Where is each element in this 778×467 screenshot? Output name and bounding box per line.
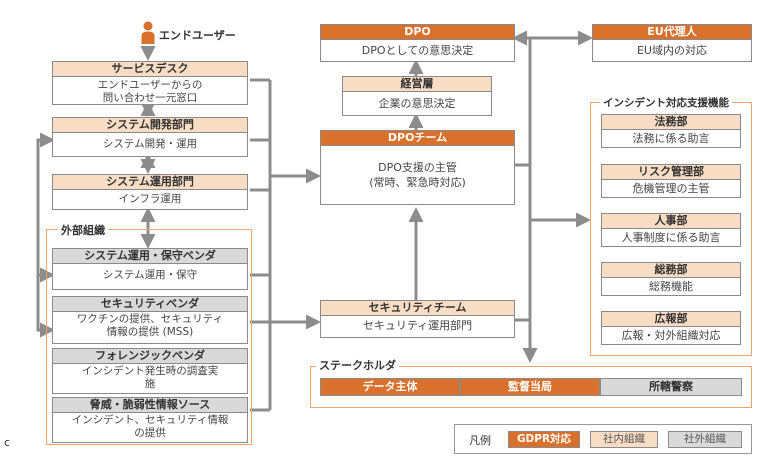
dpo-title: DPO [321,25,514,40]
ops-vendor-box: システム運用・保守ベンダ システム運用・保守 [52,248,248,290]
ops-vendor-title: システム運用・保守ベンダ [53,249,247,264]
threat-source-desc: インシデント、セキュリティ情報 の提供 [71,414,229,439]
service-desk-box: サービスデスク エンドユーザーからの 問い合わせ一元窓口 [52,61,248,105]
general-affairs-box: 総務部 総務機能 [601,262,741,296]
legend-gdpr: GDPR対応 [508,431,580,448]
risk-desc: 危機管理の主管 [632,182,710,195]
stakeholder-data-subject: データ主体 [320,378,460,396]
management-desc: 企業の意思決定 [378,97,456,110]
external-org-frame [46,229,252,445]
external-org-label: 外部組織 [58,222,108,238]
hr-desc: 人事制度に係る助言 [621,231,721,244]
security-vendor-box: セキュリティベンダ ワクチンの提供、セキュリティ 情報の提供 (MSS) [52,296,248,344]
ops-vendor-desc: システム運用・保守 [102,269,198,281]
eu-rep-desc: EU域内の対応 [636,44,707,57]
end-user-label: エンドユーザー [159,29,236,42]
stakeholder-frame [310,366,752,408]
dpo-team-title: DPOチーム [321,131,514,146]
eu-rep-box: EU代理人 EU域内の対応 [592,24,752,62]
arrow-left-bracket [36,132,55,338]
risk-title: リスク管理部 [602,165,740,180]
threat-source-title: 脅威・脆弱性情報ソース [53,398,247,413]
management-box: 経営層 企業の意思決定 [342,76,492,116]
pr-box: 広報部 広報・対外組織対応 [601,311,741,345]
legal-desc: 法務に係る助言 [632,132,710,145]
ops-dept-box: システム運用部門 インフラ運用 [52,174,248,210]
general-affairs-title: 総務部 [602,263,740,278]
security-vendor-desc: ワクチンの提供、セキュリティ 情報の提供 (MSS) [76,313,224,338]
stakeholder-police: 所轄警察 [600,378,742,396]
threat-source-box: 脅威・脆弱性情報ソース インシデント、セキュリティ情報 の提供 [52,397,248,443]
risk-box: リスク管理部 危機管理の主管 [601,164,741,198]
forensic-vendor-title: フォレンジックベンダ [53,349,247,364]
service-desk-title: サービスデスク [53,62,247,77]
legend-label: 凡例 [469,434,491,447]
security-team-desc: セキュリティ運用部門 [362,319,473,332]
dpo-box: DPO DPOとしての意思決定 [320,24,515,62]
dpo-team-desc: DPO支援の主管 (常時、緊急時対応) [369,161,466,189]
dpo-desc: DPOとしての意思決定 [361,44,474,57]
corner-mark: c [4,436,11,449]
service-desk-desc: エンドユーザーからの 問い合わせ一元窓口 [97,79,203,104]
stakeholder-supervisory-authority: 監督当局 [460,378,600,396]
ops-dept-desc: インフラ運用 [118,193,182,205]
dpo-team-box: DPOチーム DPO支援の主管 (常時、緊急時対応) [320,130,515,205]
general-affairs-desc: 総務機能 [649,280,693,293]
eu-rep-title: EU代理人 [593,25,751,40]
legal-box: 法務部 法務に係る助言 [601,114,741,148]
pr-title: 広報部 [602,312,740,327]
hr-title: 人事部 [602,214,740,229]
dev-dept-desc: システム開発・運用 [102,138,198,150]
security-team-title: セキュリティチーム [321,301,514,316]
forensic-vendor-desc: インシデント発生時の調査実 施 [81,365,219,390]
legend-external: 社外組織 [668,431,742,448]
security-vendor-title: セキュリティベンダ [53,297,247,312]
legal-title: 法務部 [602,115,740,130]
dev-dept-box: システム開発部門 システム開発・運用 [52,117,248,157]
incident-support-label: インシデント対応支援機能 [600,95,732,110]
legend-box: 凡例 GDPR対応 社内組織 社外組織 [454,424,752,454]
hr-box: 人事部 人事制度に係る助言 [601,213,741,247]
forensic-vendor-box: フォレンジックベンダ インシデント発生時の調査実 施 [52,348,248,394]
ops-dept-title: システム運用部門 [53,175,247,190]
dev-dept-title: システム開発部門 [53,118,247,133]
stakeholder-label: ステークホルダ [316,357,399,373]
legend-internal: 社内組織 [590,431,658,448]
security-team-box: セキュリティチーム セキュリティ運用部門 [320,300,515,338]
person-icon [141,21,155,44]
pr-desc: 広報・対外組織対応 [621,329,721,342]
management-title: 経営層 [343,77,491,92]
